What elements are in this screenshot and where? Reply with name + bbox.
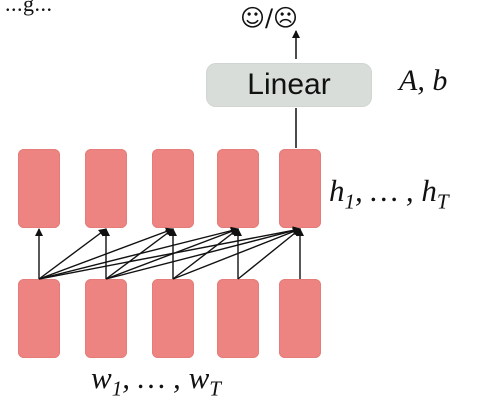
input-token-cell	[18, 279, 60, 358]
input-label-wT: w	[188, 360, 210, 395]
hidden-state-cell	[279, 149, 321, 228]
linear-parameters-label: A, b	[399, 64, 448, 97]
cropped-top-glyphs: ...g...	[5, 0, 53, 16]
input-token-cell	[152, 279, 194, 358]
input-token-row	[0, 279, 484, 359]
hidden-label-h1: h	[329, 173, 345, 208]
input-token-cell	[279, 279, 321, 358]
input-1-to-hidden-2-arrow	[38, 228, 107, 280]
cropped-top-text: ...g...	[0, 0, 78, 16]
hidden-state-cell	[85, 149, 127, 228]
input-1-to-hidden-3-arrow	[38, 227, 174, 280]
input-label-sub-T: T	[209, 376, 221, 401]
input-label-w1: w	[91, 360, 112, 395]
input-4-to-hidden-5-arrow	[237, 228, 301, 280]
input-2-to-hidden-3-arrow	[105, 228, 174, 280]
input-3-to-hidden-4-arrow	[172, 228, 239, 280]
input-token-cell	[217, 279, 259, 358]
input-1-to-hidden-5-arrow	[38, 226, 301, 280]
hidden-state-cell	[152, 149, 194, 228]
hidden-label-sub-1: 1	[344, 189, 356, 214]
input-tokens-label: w1, … , wT	[91, 360, 221, 399]
hidden-label-sub-T: T	[436, 189, 449, 214]
hidden-label-hT: h	[421, 173, 437, 208]
hidden-state-cell	[18, 149, 60, 228]
hidden-state-row	[0, 149, 484, 229]
input-3-to-hidden-5-arrow	[172, 227, 301, 280]
input-label-sub-1: 1	[111, 376, 123, 401]
hidden-state-cell	[217, 149, 259, 228]
input-2-to-hidden-4-arrow	[105, 227, 239, 280]
input-token-cell	[85, 279, 127, 358]
hidden-label-separator: , … ,	[355, 173, 422, 208]
input-1-to-hidden-4-arrow	[38, 226, 239, 280]
hidden-states-label: h1, … , hT	[329, 173, 449, 212]
input-label-separator: , … ,	[122, 360, 189, 395]
linear-layer-box: Linear	[206, 63, 372, 107]
linear-layer-label: Linear	[247, 68, 331, 101]
input-2-to-hidden-5-arrow	[105, 226, 301, 280]
sentiment-output-label: ☺/☹	[239, 4, 299, 32]
